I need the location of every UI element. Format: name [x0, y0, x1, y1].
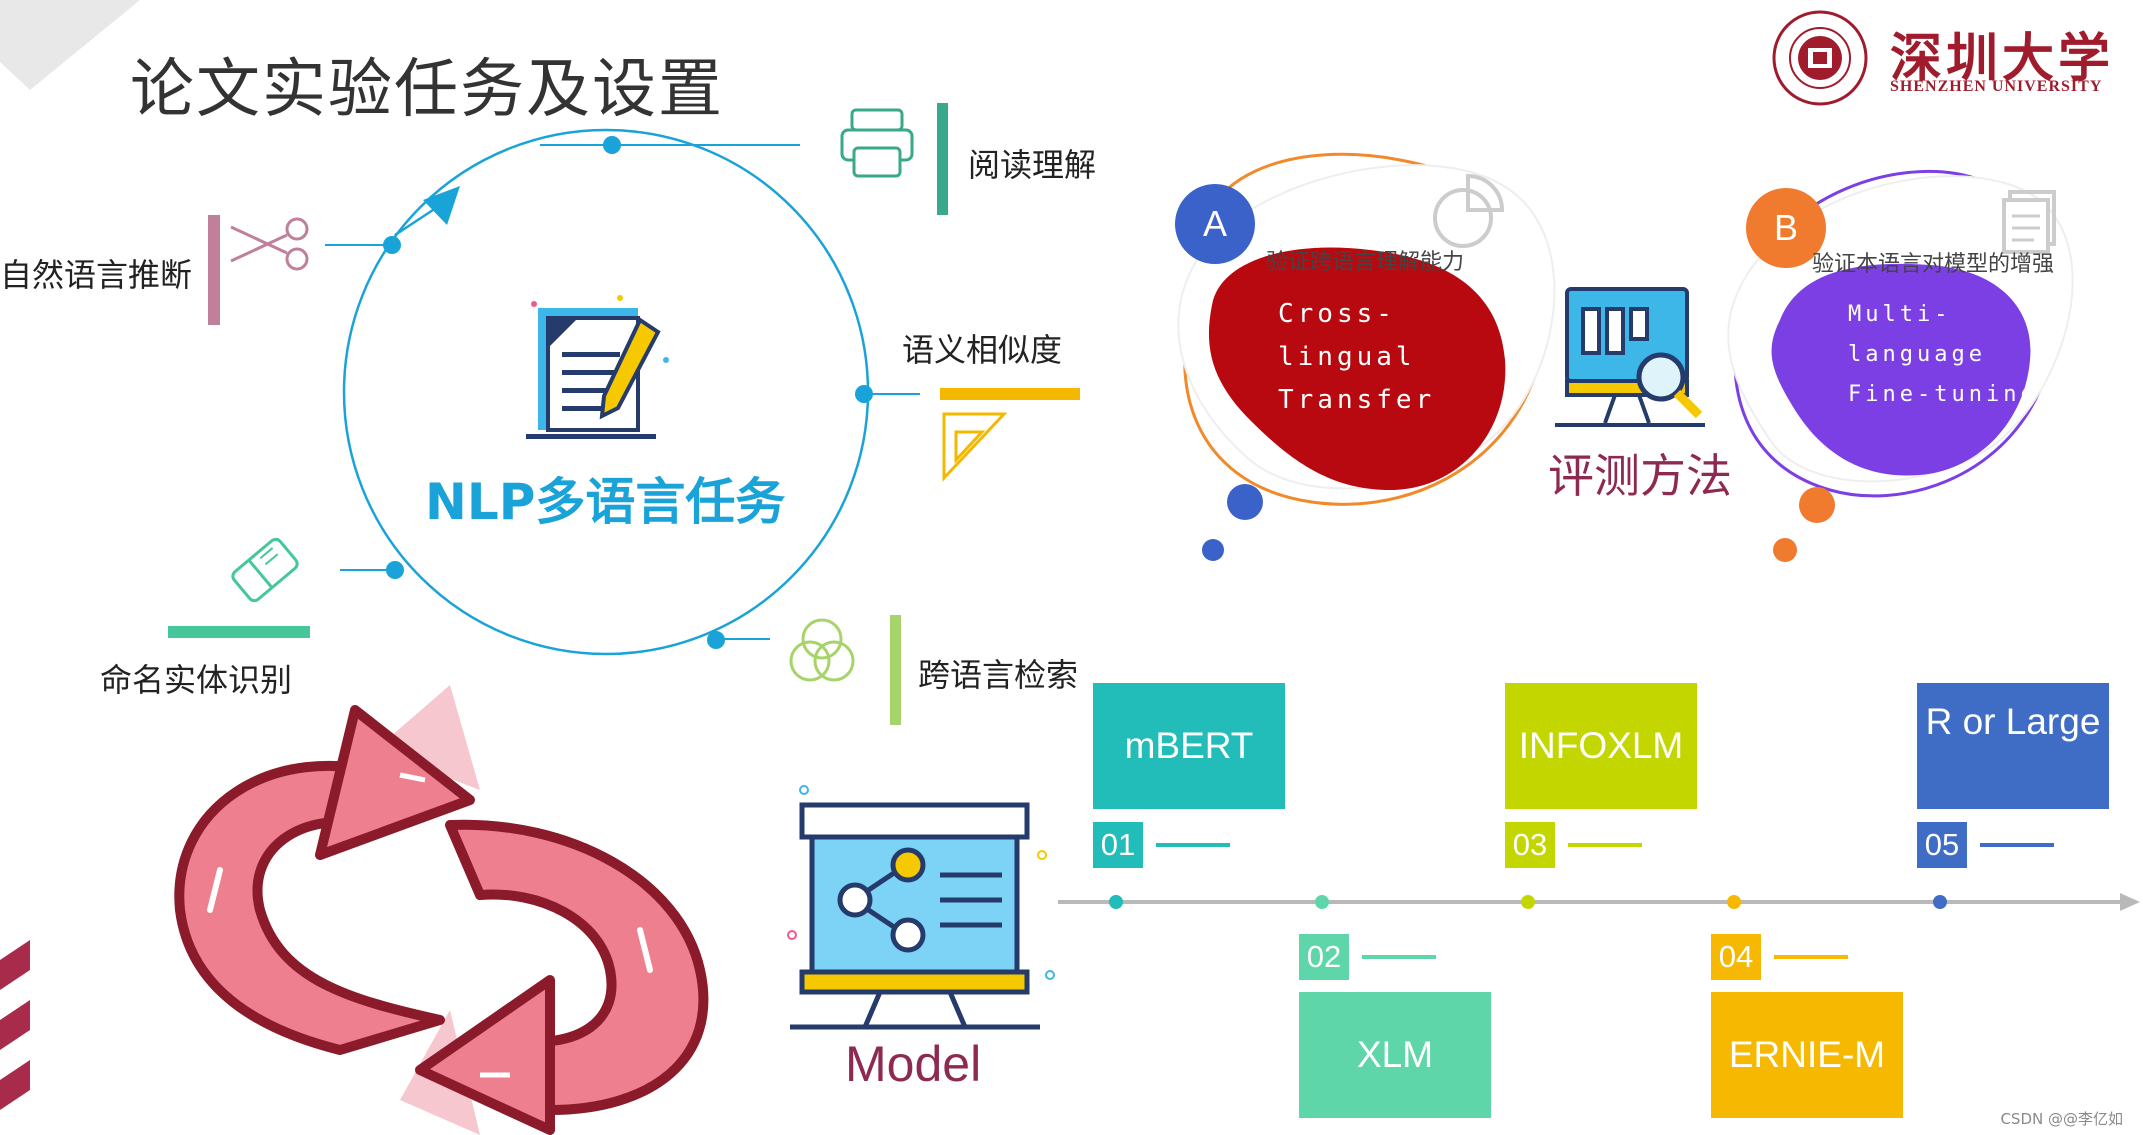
model-box-xlm: XLM [1299, 992, 1491, 1118]
model-dash-04 [1774, 955, 1848, 959]
refresh-arrows-icon [174, 685, 709, 1135]
model-dash-02 [1362, 955, 1436, 959]
page-title: 论文实验任务及设置 [130, 53, 724, 127]
model-box-mbert: mBERT [1093, 683, 1285, 809]
model-num-01: 01 [1093, 822, 1143, 868]
caption-a: 验证跨语言理解能力 [1266, 250, 1465, 275]
chart-magnifier-icon [1555, 287, 1705, 427]
model-num-05: 05 [1917, 822, 1967, 868]
blob-b-line-3: Fine-tuning [1848, 382, 2038, 407]
task-label-similarity: 语义相似度 [902, 331, 1063, 369]
model-num-03: 03 [1505, 822, 1555, 868]
cycle-arrow-icon [423, 186, 460, 225]
center-label: NLP多语言任务 [425, 473, 786, 531]
blob-b [1771, 263, 2031, 476]
model-box-ernie-m: ERNIE-M [1711, 992, 1903, 1118]
blob-b-line-1: Multi- [1848, 302, 1952, 327]
caption-b: 验证本语言对模型的增强 [1812, 252, 2055, 277]
university-name-cn: 深圳大学 [1890, 28, 2115, 89]
blob-a-text: Cross- lingual Transfer [1278, 293, 1435, 422]
task-bar-retrieval [890, 615, 901, 725]
task-bar-nli [208, 215, 220, 325]
university-seal-icon [1772, 10, 1868, 106]
model-num-04: 04 [1711, 934, 1761, 980]
model-box-infoxlm: INFOXLM [1505, 683, 1697, 809]
blob-b-line-2: language [1848, 342, 1986, 367]
document-pencil-icon [526, 295, 669, 439]
university-name-en: SHENZHEN UNIVERSITY [1890, 78, 2103, 95]
footer-credit: CSDN @@李亿如 [2000, 1110, 2123, 1128]
eraser-icon [231, 537, 299, 603]
task-bar-similarity [940, 388, 1080, 400]
evaluation-label: 评测方法 [1548, 449, 1732, 503]
task-label-nli: 自然语言推断 [0, 256, 193, 294]
timeline-axis [1058, 893, 2140, 911]
scissors-icon [230, 217, 309, 271]
model-box-r-or-large: R or Large [1917, 683, 2109, 809]
printer-icon [840, 108, 914, 178]
blob-b-text: Multi- language Fine-tuning [1848, 295, 2038, 415]
task-bar-reading [937, 103, 948, 215]
model-dash-01 [1156, 843, 1230, 847]
model-num-02: 02 [1299, 934, 1349, 980]
blob-a-line-3: Transfer [1278, 385, 1436, 415]
task-label-ner: 命名实体识别 [100, 661, 293, 699]
model-label: Model [845, 1036, 982, 1092]
task-cycle-diagram [325, 128, 920, 656]
task-bar-ner [168, 626, 310, 638]
blob-a-line-2: lingual [1278, 342, 1416, 372]
venn-circles-icon [789, 618, 855, 682]
blob-a [1208, 247, 1506, 490]
model-dash-05 [1980, 843, 2054, 847]
badge-a: A [1175, 184, 1255, 264]
corner-stripes [0, 940, 30, 1110]
ruler-triangle-icon [942, 412, 1008, 482]
corner-decoration [0, 0, 140, 90]
presentation-board-icon [787, 785, 1055, 1030]
model-dash-03 [1568, 843, 1642, 847]
badge-b: B [1746, 188, 1826, 268]
task-label-reading: 阅读理解 [968, 146, 1097, 184]
task-label-retrieval: 跨语言检索 [918, 656, 1079, 694]
blob-a-line-1: Cross- [1278, 299, 1396, 329]
